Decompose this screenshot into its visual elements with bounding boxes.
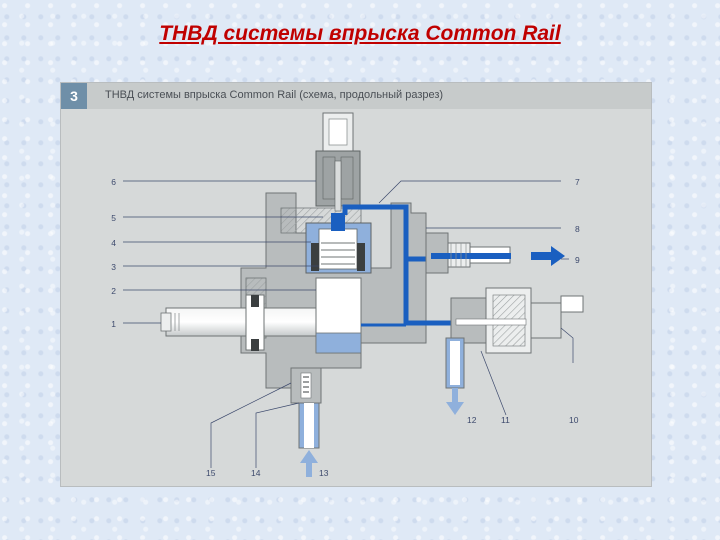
high-pressure-fuel-lines [342,204,456,327]
callout-5: 5 [111,213,116,223]
eccentric-cam [315,277,362,354]
figure-number: 3 [61,83,87,109]
drive-shaft [160,294,322,351]
callout-4: 4 [111,238,116,248]
callout-9: 9 [575,255,580,265]
figure-caption: ТНВД системы впрыска Common Rail (схема,… [105,89,444,101]
callout-6: 6 [111,177,116,187]
callout-numbers: 1 2 3 4 5 6 7 8 9 10 11 12 13 14 15 [111,177,580,478]
pressure-control-valve [450,287,584,354]
callout-7: 7 [575,177,580,187]
callout-1: 1 [111,319,116,329]
pump-plunger-assembly [305,213,372,274]
callout-11: 11 [501,415,510,425]
callout-13: 13 [319,468,329,478]
pump-diagram-figure: 3 ТНВД системы впрыска Common Rail (схем… [60,82,652,487]
callout-14: 14 [251,468,261,478]
fuel-return-arrow [446,388,464,415]
fuel-return-outlet [445,337,465,389]
slide-title: ТНВД системы впрыска Common Rail [159,22,561,45]
fuel-inlet-fitting [290,367,322,449]
callout-12: 12 [467,415,477,425]
callout-2: 2 [111,286,116,296]
callout-10: 10 [569,415,579,425]
high-pressure-outlet-fitting [425,232,511,274]
callout-15: 15 [206,468,216,478]
solenoid-valve-connector [315,112,361,212]
fuel-outlet-arrow [531,246,565,266]
callout-8: 8 [575,224,580,234]
figure-header: 3 ТНВД системы впрыска Common Rail (схем… [61,83,651,109]
callout-leader-lines [123,180,574,468]
callout-3: 3 [111,262,116,272]
fuel-inlet-arrow [300,450,318,477]
pump-cross-section: 1 2 3 4 5 6 7 8 9 10 11 12 13 14 15 [111,112,584,478]
